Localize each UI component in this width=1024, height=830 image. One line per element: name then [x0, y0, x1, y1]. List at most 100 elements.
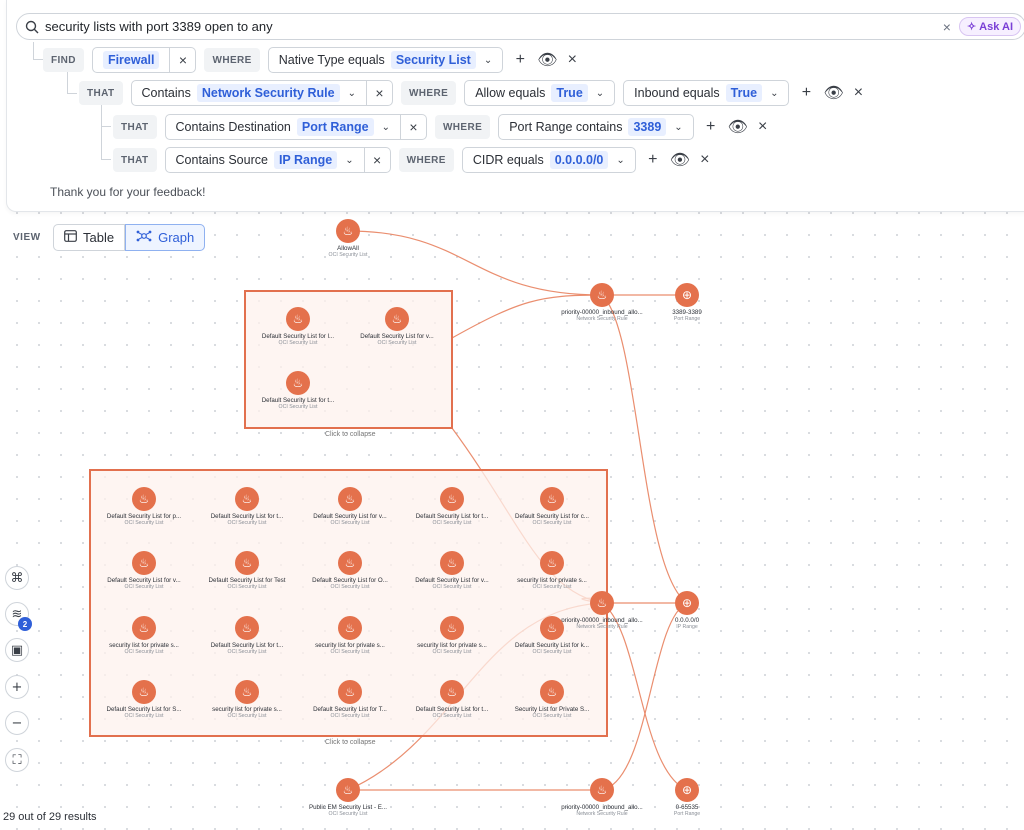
- remove-row-icon[interactable]: ×: [364, 147, 391, 173]
- eye-icon[interactable]: 👁: [727, 119, 748, 136]
- graph-node[interactable]: ♨security list for private s...OCI Secur…: [392, 616, 512, 655]
- graph-node[interactable]: ♨ priority-00000_inbound_allo... Network…: [542, 778, 662, 817]
- graph-node[interactable]: ♨Default Security List for t...OCI Secur…: [187, 616, 307, 655]
- node-type: Network Security Rule: [576, 811, 628, 817]
- node-title: AllowAll: [337, 245, 359, 252]
- graph-node[interactable]: ♨security list for private s...OCI Secur…: [187, 680, 307, 719]
- graph-view-button[interactable]: Graph: [125, 224, 206, 251]
- hierarchy-icon[interactable]: ⌘: [5, 566, 29, 590]
- relation-select[interactable]: Contains Network Security Rule ⌄: [130, 80, 367, 106]
- eye-icon[interactable]: 👁: [669, 152, 691, 169]
- relation-select[interactable]: Contains Destination Port Range ⌄: [164, 114, 401, 140]
- minimap-icon[interactable]: ▣: [5, 638, 29, 662]
- tree-connector: [101, 105, 111, 127]
- remove-row-icon[interactable]: ×: [400, 114, 427, 140]
- node-title: Default Security List for v...: [415, 577, 489, 584]
- allow-condition[interactable]: Allow equals True ⌄: [464, 80, 616, 106]
- graph-node[interactable]: ♨ AllowAll OCI Security List: [288, 219, 408, 258]
- node-type: OCI Security List: [532, 649, 572, 655]
- cidr-condition[interactable]: CIDR equals 0.0.0.0/0 ⌄: [461, 147, 636, 173]
- graph-node[interactable]: ♨ priority-00000_inbound_allo... Network…: [542, 283, 662, 322]
- table-view-button[interactable]: Table: [53, 224, 126, 251]
- graph-node[interactable]: ♨Security List for Private S...OCI Secur…: [492, 680, 612, 719]
- search-bar[interactable]: security lists with port 3389 open to an…: [16, 13, 1024, 40]
- fire-icon: ♨: [440, 616, 464, 640]
- graph-node[interactable]: ♨Default Security List for p...OCI Secur…: [84, 487, 204, 526]
- relation-select[interactable]: Contains Source IP Range ⌄: [164, 147, 365, 173]
- fit-screen-icon[interactable]: ⛶: [5, 748, 29, 772]
- feedback-message: Thank you for your feedback!: [50, 185, 206, 199]
- ask-ai-button[interactable]: ✧ Ask AI: [958, 17, 1021, 36]
- node-type: OCI Security List: [227, 520, 267, 526]
- graph-node[interactable]: ♨ priority-00000_inbound_allo... Network…: [542, 591, 662, 630]
- graph-node[interactable]: ♨ Default Security List for v... OCI Sec…: [337, 307, 457, 346]
- fire-icon: ♨: [132, 551, 156, 575]
- graph-node[interactable]: ♨Default Security List for O...OCI Secur…: [290, 551, 410, 590]
- close-icon[interactable]: ×: [700, 151, 710, 168]
- graph-node[interactable]: ♨Default Security List for t...OCI Secur…: [392, 680, 512, 719]
- node-type: OCI Security List: [227, 584, 267, 590]
- node-title: 0-65535: [675, 804, 699, 811]
- graph-node[interactable]: ♨security list for private s...OCI Secur…: [492, 551, 612, 590]
- graph-node[interactable]: ♨ Default Security List for t... OCI Sec…: [238, 371, 358, 410]
- chevron-down-icon: ⌄: [347, 87, 356, 99]
- graph-node[interactable]: ⊕ 0.0.0.0/0 IP Range: [627, 591, 747, 630]
- node-title: Default Security List for t...: [210, 513, 284, 520]
- remove-row-icon[interactable]: ×: [366, 80, 393, 106]
- collapse-group-link[interactable]: Click to collapse: [325, 431, 376, 438]
- where-keyword: WHERE: [398, 148, 454, 172]
- zoom-out-icon[interactable]: −: [5, 711, 29, 735]
- graph-node[interactable]: ♨ Public EM Security List - E... OCI Sec…: [288, 778, 408, 817]
- add-icon[interactable]: +: [648, 151, 658, 168]
- clear-search-icon[interactable]: ×: [942, 18, 951, 35]
- node-title: Default Security List for T...: [313, 706, 387, 713]
- port-condition[interactable]: Port Range contains 3389 ⌄: [498, 114, 694, 140]
- node-title: security list for private s...: [517, 577, 587, 584]
- graph-node[interactable]: ♨Default Security List for v...OCI Secur…: [290, 487, 410, 526]
- security-list-group[interactable]: [244, 290, 453, 429]
- graph-node[interactable]: ♨Default Security List for c...OCI Secur…: [492, 487, 612, 526]
- graph-node[interactable]: ♨Default Security List for T...OCI Secur…: [290, 680, 410, 719]
- add-icon[interactable]: +: [706, 118, 716, 135]
- edge: [601, 602, 688, 791]
- node-type: OCI Security List: [330, 584, 370, 590]
- that-row-network-rule: THAT Contains Network Security Rule ⌄ × …: [79, 80, 867, 106]
- that-keyword: THAT: [113, 148, 157, 172]
- eye-icon[interactable]: 👁: [537, 52, 558, 69]
- graph-node[interactable]: ♨Default Security List for t...OCI Secur…: [392, 487, 512, 526]
- graph-node[interactable]: ♨security list for private s...OCI Secur…: [290, 616, 410, 655]
- graph-node[interactable]: ♨Default Security List for v...OCI Secur…: [392, 551, 512, 590]
- fire-icon: ♨: [235, 487, 259, 511]
- graph-node[interactable]: ♨Default Security List for S...OCI Secur…: [84, 680, 204, 719]
- graph-node[interactable]: ♨ Default Security List for t...OCI Secur…: [187, 487, 307, 526]
- collapse-group-link[interactable]: Click to collapse: [325, 739, 376, 746]
- eye-icon[interactable]: 👁: [823, 85, 844, 102]
- node-type: OCI Security List: [432, 584, 472, 590]
- find-entity-select[interactable]: Firewall: [91, 47, 171, 73]
- entity-tag: Firewall: [102, 51, 160, 69]
- close-icon[interactable]: ×: [853, 84, 864, 101]
- node-title: Default Security List for k...: [515, 642, 589, 649]
- remove-find-icon[interactable]: ×: [170, 47, 197, 73]
- close-icon[interactable]: ×: [758, 118, 768, 135]
- edge: [601, 602, 688, 791]
- inbound-condition[interactable]: Inbound equals True ⌄: [623, 80, 790, 106]
- graph-node[interactable]: ♨Default Security List for k...OCI Secur…: [492, 616, 612, 655]
- zoom-in-icon[interactable]: +: [5, 675, 29, 699]
- search-input[interactable]: security lists with port 3389 open to an…: [45, 19, 273, 34]
- graph-node[interactable]: ⊕ 0-65535 Port Range: [627, 778, 747, 817]
- close-icon[interactable]: ×: [567, 51, 577, 68]
- that-row-ip-range: THAT Contains Source IP Range ⌄ × WHERE …: [113, 147, 714, 173]
- add-icon[interactable]: +: [801, 84, 812, 101]
- graph-node[interactable]: ♨Default Security List for v...OCI Secur…: [84, 551, 204, 590]
- graph-node[interactable]: ⊕ 3389-3389 Port Range: [627, 283, 747, 322]
- find-row: FIND Firewall × WHERE Native Type equals…: [43, 47, 581, 73]
- graph-view-label: Graph: [158, 230, 195, 245]
- graph-node[interactable]: ♨ Default Security List for l... OCI Sec…: [238, 307, 358, 346]
- node-type: IP Range: [676, 624, 698, 630]
- graph-node[interactable]: ♨security list for private s...OCI Secur…: [84, 616, 204, 655]
- find-condition[interactable]: Native Type equals Security List ⌄: [267, 47, 504, 73]
- globe-icon: ⊕: [675, 591, 699, 615]
- add-icon[interactable]: +: [515, 51, 525, 68]
